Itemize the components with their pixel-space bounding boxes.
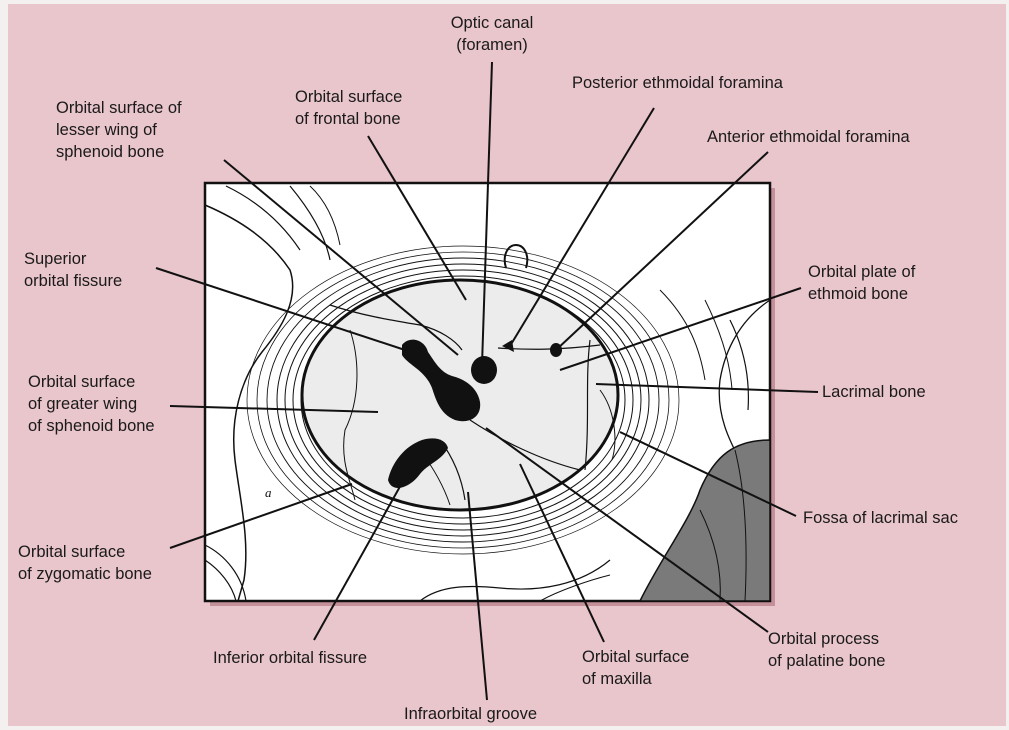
label-lesser-wing: Orbital surface of lesser wing of spheno… [56, 97, 182, 163]
label-lacrimal-sac-line1: Fossa of lacrimal sac [803, 507, 958, 529]
label-ethmoid-plate: Orbital plate of ethmoid bone [808, 261, 915, 305]
label-frontal-bone: Orbital surface of frontal bone [295, 86, 402, 130]
label-lesser-wing-line3: sphenoid bone [56, 141, 182, 163]
label-maxilla: Orbital surface of maxilla [582, 646, 689, 690]
label-optic-canal-line2: (foramen) [440, 34, 544, 56]
label-posterior-ethmoidal: Posterior ethmoidal foramina [572, 72, 783, 94]
svg-text:a: a [265, 485, 272, 500]
label-lesser-wing-line1: Orbital surface of [56, 97, 182, 119]
label-anterior-ethmoidal: Anterior ethmoidal foramina [707, 126, 910, 148]
label-palatine: Orbital process of palatine bone [768, 628, 885, 672]
label-superior-fissure: Superior orbital fissure [24, 248, 122, 292]
label-inferior-fissure: Inferior orbital fissure [213, 647, 367, 669]
label-anterior-ethmoidal-line1: Anterior ethmoidal foramina [707, 126, 910, 148]
label-maxilla-line2: of maxilla [582, 668, 689, 690]
label-ethmoid-plate-line1: Orbital plate of [808, 261, 915, 283]
label-maxilla-line1: Orbital surface [582, 646, 689, 668]
label-frontal-bone-line2: of frontal bone [295, 108, 402, 130]
label-palatine-line1: Orbital process [768, 628, 885, 650]
label-zygomatic-line1: Orbital surface [18, 541, 152, 563]
label-optic-canal-line1: Optic canal [440, 12, 544, 34]
label-superior-fissure-line1: Superior [24, 248, 122, 270]
label-inferior-fissure-line1: Inferior orbital fissure [213, 647, 367, 669]
label-infraorbital-groove-line1: Infraorbital groove [404, 703, 537, 725]
label-lacrimal-bone-line1: Lacrimal bone [822, 381, 926, 403]
label-posterior-ethmoidal-line1: Posterior ethmoidal foramina [572, 72, 783, 94]
label-lesser-wing-line2: lesser wing of [56, 119, 182, 141]
label-greater-wing-line1: Orbital surface [28, 371, 155, 393]
label-infraorbital-groove: Infraorbital groove [404, 703, 537, 725]
label-lacrimal-sac: Fossa of lacrimal sac [803, 507, 958, 529]
label-ethmoid-plate-line2: ethmoid bone [808, 283, 915, 305]
label-zygomatic: Orbital surface of zygomatic bone [18, 541, 152, 585]
label-superior-fissure-line2: orbital fissure [24, 270, 122, 292]
label-optic-canal: Optic canal (foramen) [440, 12, 544, 56]
label-greater-wing-line3: of sphenoid bone [28, 415, 155, 437]
label-greater-wing: Orbital surface of greater wing of sphen… [28, 371, 155, 437]
label-frontal-bone-line1: Orbital surface [295, 86, 402, 108]
label-greater-wing-line2: of greater wing [28, 393, 155, 415]
label-zygomatic-line2: of zygomatic bone [18, 563, 152, 585]
label-palatine-line2: of palatine bone [768, 650, 885, 672]
label-lacrimal-bone: Lacrimal bone [822, 381, 926, 403]
